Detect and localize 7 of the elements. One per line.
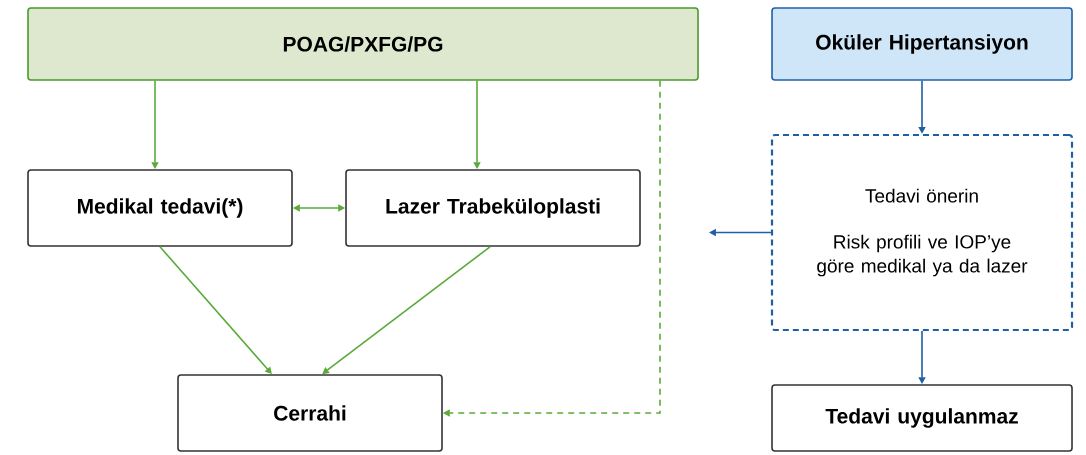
heading-box: Oküler Hipertansiyon xyxy=(771,7,1073,81)
recommendation-box: Tedavi önerin Risk profili ve IOP’ye göre medikal ya da lazer xyxy=(770,133,1074,332)
process-box: Medikal tedavi(*) xyxy=(27,169,293,247)
process-box: Lazer Trabeküloplasti xyxy=(345,169,641,247)
process-box: Tedavi uygulanmaz xyxy=(771,384,1073,452)
heading-box: POAG/PXFG/PG xyxy=(27,7,699,81)
process-box: Cerrahi xyxy=(177,374,443,452)
